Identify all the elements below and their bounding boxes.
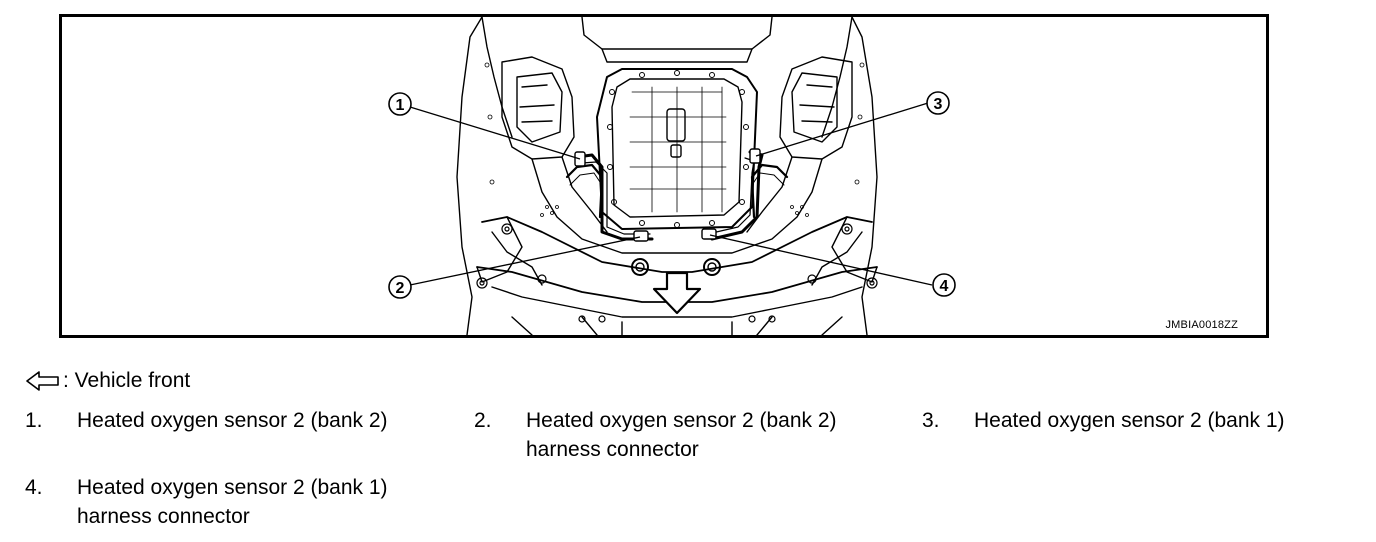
item-text: Heated oxygen sensor 2 (bank 1) harness … [77,476,388,528]
arrow-down-outline-icon [652,271,702,315]
item-text: Heated oxygen sensor 2 (bank 2) [77,409,388,432]
callout-1-label: 1 [396,97,405,114]
diagram-figure: 1 2 3 4 JMBIA0018ZZ [59,14,1269,338]
legend-front-label: : Vehicle front [63,369,191,392]
callout-3: 3 [926,91,950,115]
callout-2: 2 [388,275,412,299]
callout-1: 1 [388,92,412,116]
callout-4-label: 4 [940,278,949,295]
callout-2-label: 2 [396,280,405,297]
figure-code: JMBIA0018ZZ [1165,319,1238,331]
engine-underside-drawing: 1 2 3 4 [388,17,956,335]
callout-3-label: 3 [934,96,943,113]
item-number: 3. [922,409,940,432]
item-text: Heated oxygen sensor 2 (bank 1) [974,409,1285,432]
callout-4: 4 [932,273,956,297]
legend-vehicle-front: : Vehicle front [25,368,190,394]
item-number: 2. [474,409,492,432]
arrow-left-outline-icon [26,371,59,391]
item-number: 4. [25,476,43,499]
item-number: 1. [25,409,43,432]
item-text: Heated oxygen sensor 2 (bank 2) harness … [526,409,837,461]
